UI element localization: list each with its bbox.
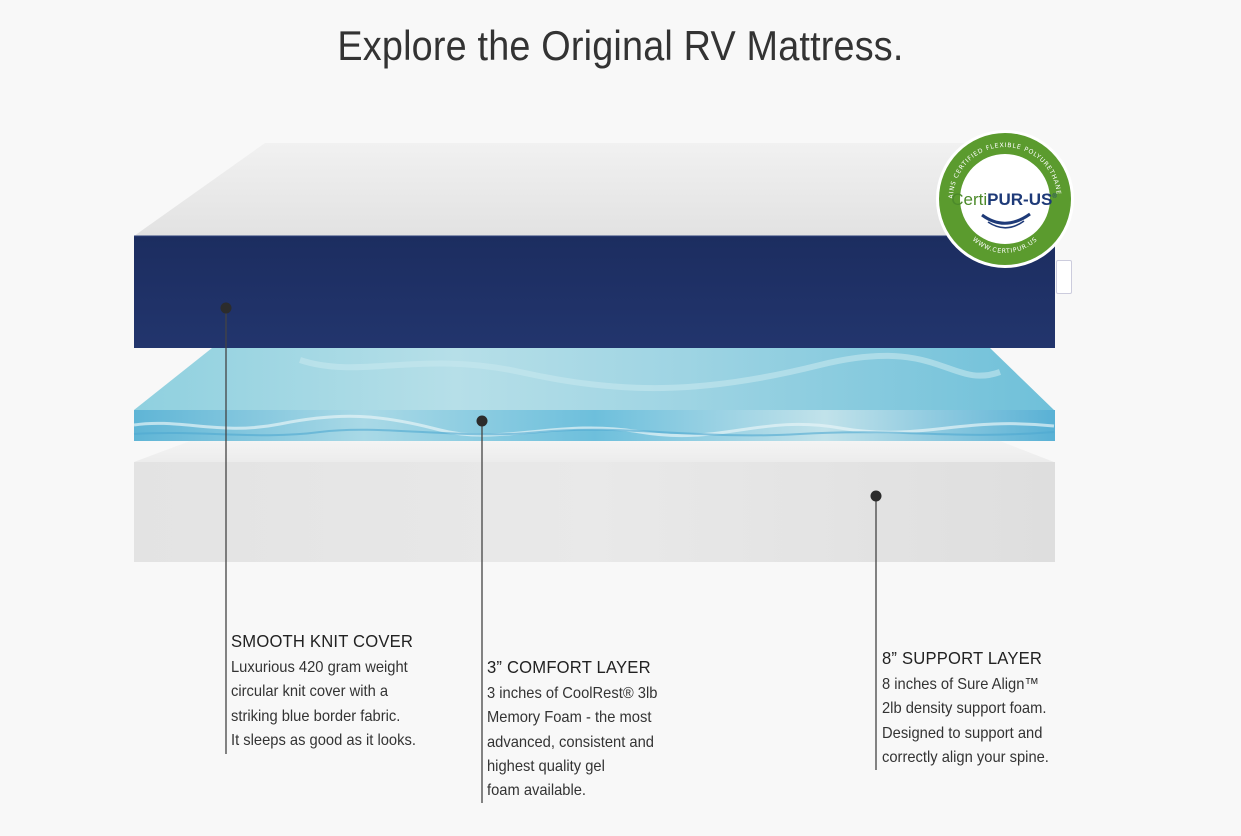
comfort-layer [133, 348, 1055, 441]
callout-cover-line: It sleeps as good as it looks. [231, 731, 416, 749]
badge-brand-prefix: Certi [951, 190, 987, 209]
callout-pointer-comfort [476, 415, 488, 803]
callout-support-line: 2lb density support foam. [882, 700, 1047, 718]
callout-cover-line: Luxurious 420 gram weight [231, 659, 408, 676]
callout-comfort: 3” COMFORT LAYER 3 inches of CoolRest® 3… [487, 657, 672, 803]
callout-support: 8” SUPPORT LAYER 8 inches of Sure Align™… [882, 648, 1063, 770]
callout-pointer-support [870, 490, 882, 770]
callout-comfort-heading: 3” COMFORT LAYER [487, 657, 651, 677]
callout-cover-heading: SMOOTH KNIT COVER [231, 631, 414, 651]
page-title: Explore the Original RV Mattress. [337, 22, 904, 69]
svg-text:CertiPUR-US®: CertiPUR-US® [951, 190, 1057, 209]
cover-layer [134, 143, 1055, 348]
callout-cover-line: striking blue border fabric. [231, 707, 401, 725]
callout-cover: SMOOTH KNIT COVER Luxurious 420 gram wei… [231, 631, 432, 753]
law-label-tag [1056, 260, 1072, 294]
callout-comfort-line: 3 inches of CoolRest® 3lb [487, 685, 658, 702]
callout-comfort-line: advanced, consistent and [487, 733, 654, 751]
callout-comfort-line: Memory Foam - the most [487, 709, 652, 727]
callout-cover-line: circular knit cover with a [231, 683, 389, 701]
callout-support-line: correctly align your spine. [882, 748, 1049, 766]
callout-comfort-line: highest quality gel [487, 757, 605, 775]
callout-comfort-line: foam available. [487, 782, 587, 800]
badge-registered-mark: ® [1052, 193, 1057, 200]
callout-pointer-cover [220, 302, 232, 754]
callout-support-line: 8 inches of Sure Align™ [882, 676, 1040, 693]
callout-support-heading: 8” SUPPORT LAYER [882, 648, 1043, 668]
support-layer [134, 441, 1055, 562]
badge-brand-suffix: PUR-US [987, 190, 1052, 209]
callout-support-line: Designed to support and [882, 724, 1043, 742]
